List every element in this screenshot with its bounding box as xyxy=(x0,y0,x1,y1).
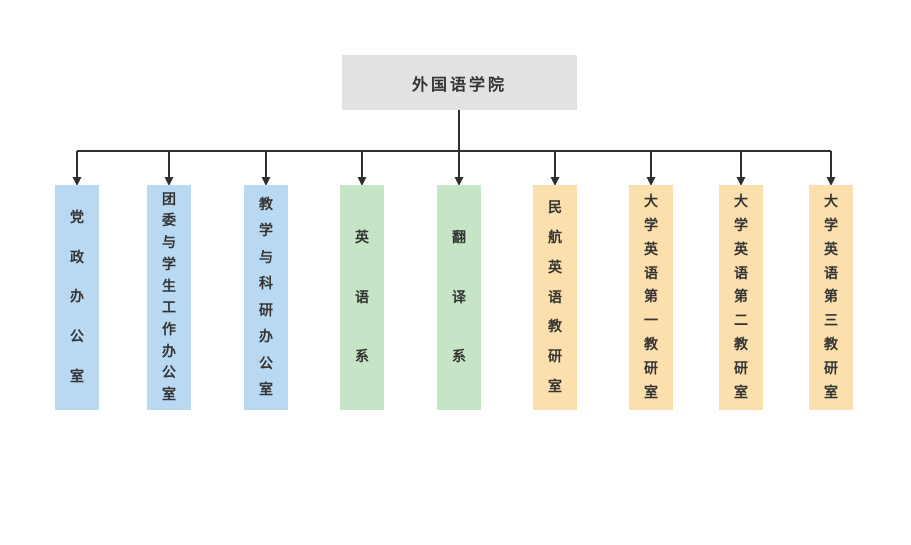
connector-drop-4 xyxy=(357,151,367,186)
dept-translation-department: 翻译系 xyxy=(437,185,481,410)
dept-english-department: 英语系 xyxy=(340,185,384,410)
dept-college-english-teaching-office-2: 大学英语第二教研室 xyxy=(719,185,763,410)
dept-college-english-teaching-office-3: 大学英语第三教研室 xyxy=(809,185,853,410)
connector-drop-3 xyxy=(261,151,271,186)
dept-party-admin-office: 党政办公室 xyxy=(55,185,99,410)
connector-drop-8 xyxy=(736,151,746,186)
connector-drop-6 xyxy=(550,151,560,186)
dept-college-english-teaching-office-1: 大学英语第一教研室 xyxy=(629,185,673,410)
dept-teaching-research-admin-office: 教学与科研办公室 xyxy=(244,185,288,410)
dept-civil-aviation-english-teaching-office: 民航英语教研室 xyxy=(533,185,577,410)
connector-drop-1 xyxy=(72,151,82,186)
root-box-school-of-foreign-languages: 外国语学院 xyxy=(342,55,577,110)
connector-drop-7 xyxy=(646,151,656,186)
connector-drop-9 xyxy=(826,151,836,186)
connector-drop-5 xyxy=(454,151,464,186)
dept-youth-league-student-affairs-office: 团委与学生工作办公室 xyxy=(147,185,191,410)
connector-drop-2 xyxy=(164,151,174,186)
